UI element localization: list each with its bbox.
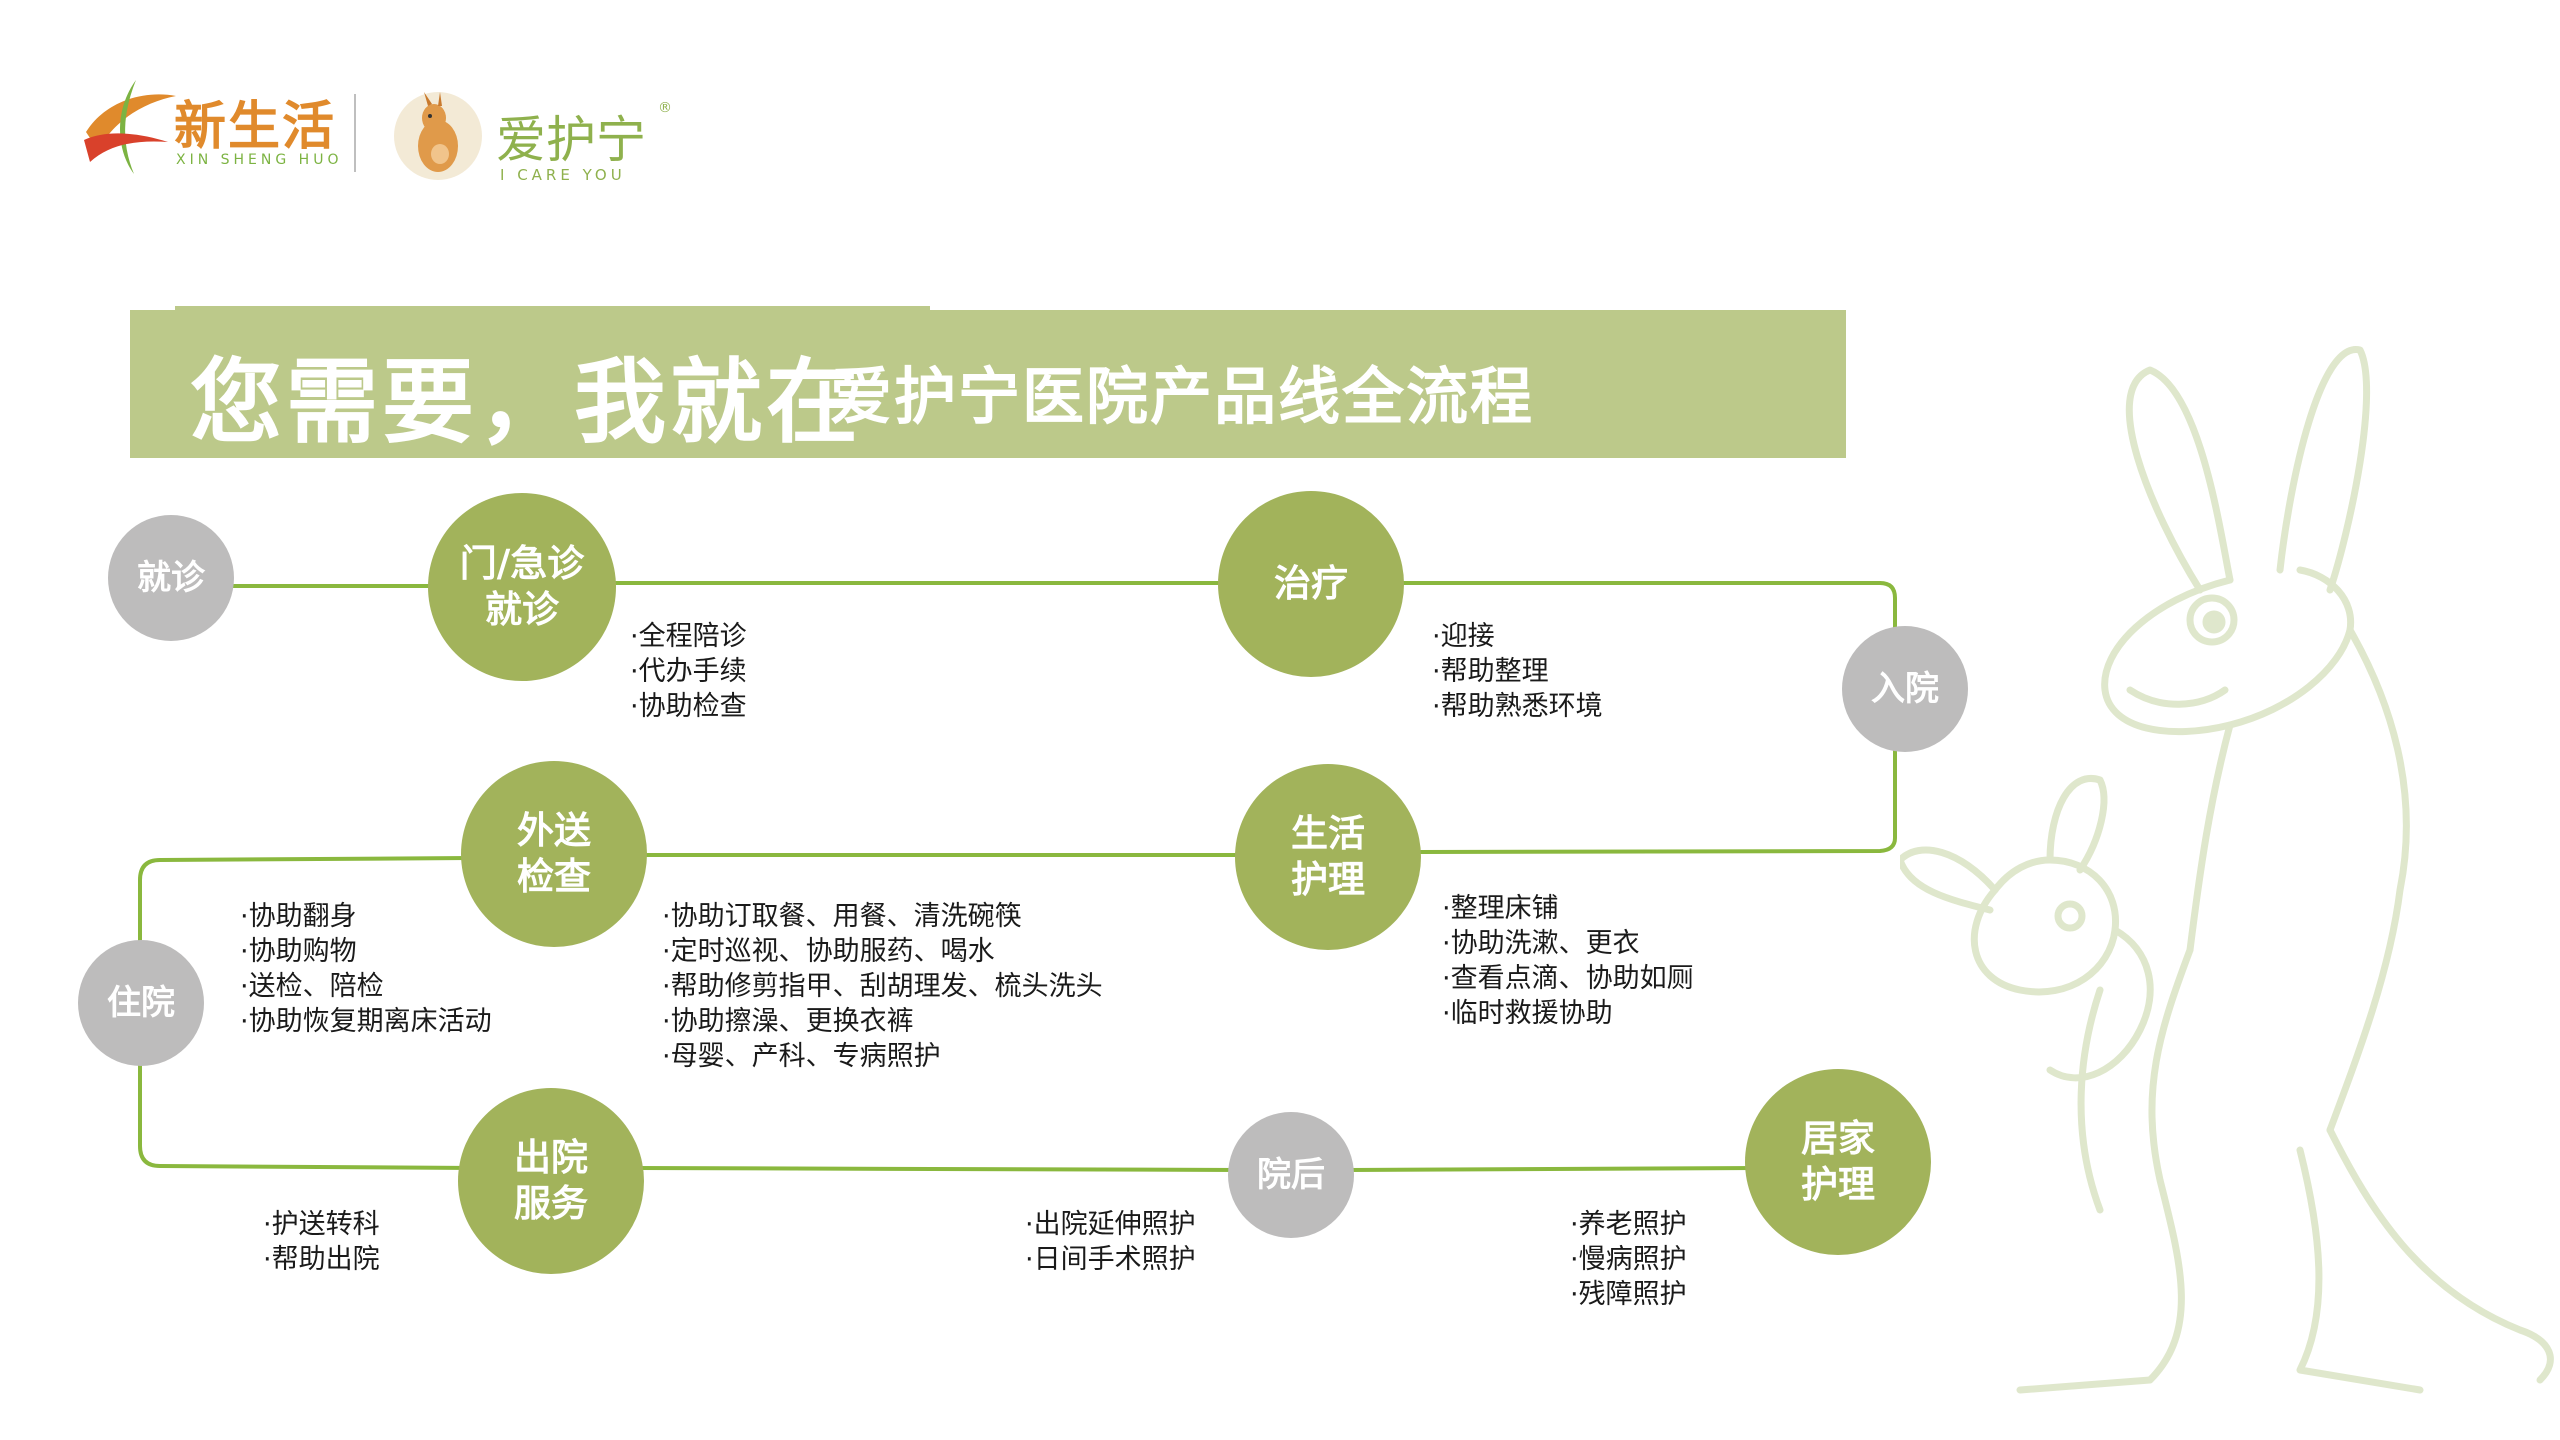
- list-item: ·日间手术照护: [1025, 1244, 1196, 1275]
- logo-header: 新生活 XIN SHENG HUO 爱护宁 ® I CARE YOU: [76, 70, 696, 190]
- list-item: ·护送转科: [263, 1209, 380, 1240]
- list-item: ·帮助整理: [1432, 656, 1549, 687]
- list-jujia: ·养老照护 ·慢病照护 ·残障照护: [1570, 1207, 1687, 1312]
- list-item: ·帮助出院: [263, 1244, 380, 1275]
- list-zhuyuan: ·协助翻身 ·协助购物 ·送检、陪检 ·协助恢复期离床活动: [240, 899, 492, 1039]
- logo-divider: [354, 94, 356, 172]
- list-item: ·迎接: [1432, 621, 1495, 652]
- list-item: ·整理床铺: [1442, 893, 1559, 924]
- list-item: ·协助翻身: [240, 901, 357, 932]
- node-waisong: 外送 检查: [461, 761, 647, 947]
- banner-top-accent: [175, 306, 930, 310]
- list-item: ·养老照护: [1570, 1209, 1687, 1240]
- node-menjizhen: 门/急诊 就诊: [428, 493, 616, 681]
- list-item: ·残障照护: [1570, 1279, 1687, 1310]
- list-item: ·协助洗漱、更衣: [1442, 928, 1640, 959]
- list-item: ·协助购物: [240, 936, 357, 967]
- list-item: ·出院延伸照护: [1025, 1209, 1196, 1240]
- title-banner: 您需要，我就在 爱护宁医院产品线全流程: [130, 310, 1846, 458]
- list-item: ·代办手续: [630, 656, 747, 687]
- aihuning-registered: ®: [658, 100, 672, 116]
- page-title: 您需要，我就在: [190, 349, 863, 456]
- xinshenghuo-pinyin: XIN SHENG HUO: [176, 152, 343, 168]
- node-zhuyuan: 住院: [78, 940, 204, 1066]
- list-chuyuan: ·护送转科 ·帮助出院: [263, 1207, 380, 1277]
- aihuning-tagline: I CARE YOU: [500, 166, 626, 184]
- aihuning-name: 爱护宁: [496, 111, 646, 169]
- list-item: ·全程陪诊: [630, 621, 747, 652]
- kangaroo-logo-icon: [394, 92, 482, 180]
- node-shenghuo: 生活 护理: [1235, 764, 1421, 950]
- list-item: ·定时巡视、协助服药、喝水: [662, 936, 995, 967]
- list-zhiliao: ·迎接 ·帮助整理 ·帮助熟悉环境: [1432, 619, 1603, 724]
- list-item: ·查看点滴、协助如厕: [1442, 963, 1694, 994]
- list-item: ·送检、陪检: [240, 971, 384, 1002]
- list-item: ·帮助修剪指甲、刮胡理发、梳头洗头: [662, 971, 1103, 1002]
- list-menjizhen: ·全程陪诊 ·代办手续 ·协助检查: [630, 619, 747, 724]
- node-ruyuan: 入院: [1842, 626, 1968, 752]
- list-yuanhou: ·出院延伸照护 ·日间手术照护: [1025, 1207, 1196, 1277]
- node-jiuzhen: 就诊: [108, 515, 234, 641]
- kangaroo-illustration-icon: [1900, 346, 2554, 1394]
- list-item: ·母婴、产科、专病照护: [662, 1041, 941, 1072]
- xinshenghuo-name: 新生活: [174, 97, 337, 157]
- node-yuanhou: 院后: [1228, 1112, 1354, 1238]
- list-item: ·帮助熟悉环境: [1432, 691, 1603, 722]
- node-jujia: 居家 护理: [1745, 1069, 1931, 1255]
- xinshenghuo-logo-icon: [84, 80, 176, 174]
- list-item: ·协助订取餐、用餐、清洗碗筷: [662, 901, 1022, 932]
- node-chuyuan: 出院 服务: [458, 1088, 644, 1274]
- list-shenghuo: ·整理床铺 ·协助洗漱、更衣 ·查看点滴、协助如厕 ·临时救援协助: [1442, 891, 1694, 1031]
- list-item: ·临时救援协助: [1442, 998, 1613, 1029]
- list-item: ·协助擦澡、更换衣裤: [662, 1006, 914, 1037]
- list-item: ·慢病照护: [1570, 1244, 1687, 1275]
- page-subtitle: 爱护宁医院产品线全流程: [830, 360, 1535, 433]
- list-item: ·协助恢复期离床活动: [240, 1006, 492, 1037]
- list-waisong: ·协助订取餐、用餐、清洗碗筷 ·定时巡视、协助服药、喝水 ·帮助修剪指甲、刮胡理…: [662, 899, 1103, 1074]
- node-zhiliao: 治疗: [1218, 491, 1404, 677]
- list-item: ·协助检查: [630, 691, 747, 722]
